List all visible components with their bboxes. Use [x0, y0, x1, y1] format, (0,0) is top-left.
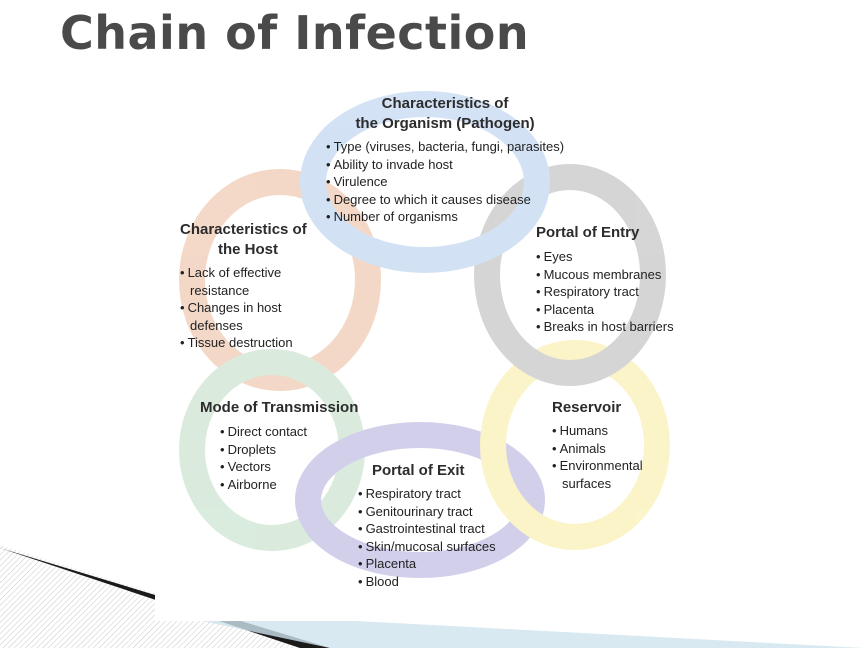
host-title-line-1: Characteristics of — [180, 221, 307, 238]
list-item: defenses — [190, 317, 243, 333]
entry-title: Portal of Entry — [536, 224, 640, 241]
list-item: Placenta — [358, 555, 496, 573]
list-item: Tissue destruction — [180, 334, 307, 352]
list-item: Droplets — [220, 441, 358, 459]
transmission-title: Mode of Transmission — [200, 399, 359, 416]
list-item: Environmental — [552, 457, 643, 475]
list-item: Gastrointestinal tract — [358, 520, 496, 538]
host-node: Characteristics of the Host Lack of effe… — [180, 220, 307, 352]
list-item: Respiratory tract — [536, 283, 674, 301]
transmission-list: Direct contact Droplets Vectors Airborne — [220, 423, 358, 493]
reservoir-node: Reservoir Humans Animals Environmental s… — [552, 398, 643, 492]
pathogen-node: Characteristics of the Organism (Pathoge… — [326, 94, 565, 226]
list-item: Mucous membranes — [536, 266, 674, 284]
list-item: Changes in host — [180, 299, 307, 317]
list-item: Degree to which it causes disease — [326, 191, 564, 209]
list-item: surfaces — [562, 475, 612, 491]
entry-node: Portal of Entry Eyes Mucous membranes Re… — [536, 223, 674, 336]
list-item: Animals — [552, 440, 643, 458]
list-item: Lack of effective — [180, 264, 307, 282]
list-item: Airborne — [220, 476, 358, 494]
list-item: Humans — [552, 422, 643, 440]
pathogen-title-line-1: Characteristics of — [381, 95, 509, 112]
list-item: Vectors — [220, 458, 358, 476]
list-item: Respiratory tract — [358, 485, 496, 503]
list-item: Breaks in host barriers — [536, 318, 674, 336]
list-item: Ability to invade host — [326, 156, 564, 174]
list-item: Genitourinary tract — [358, 503, 496, 521]
pathogen-title-line-2: the Organism (Pathogen) — [355, 115, 535, 132]
reservoir-title: Reservoir — [552, 399, 622, 416]
list-item: Eyes — [536, 248, 674, 266]
list-item: Virulence — [326, 173, 564, 191]
list-item: Placenta — [536, 301, 674, 319]
page-title: Chain of Infection — [60, 6, 530, 60]
exit-list: Respiratory tract Genitourinary tract Ga… — [358, 485, 496, 590]
exit-node: Portal of Exit Respiratory tract Genitou… — [358, 461, 496, 590]
pathogen-list: Type (viruses, bacteria, fungi, parasite… — [326, 138, 565, 226]
host-title-line-2: the Host — [218, 241, 278, 258]
exit-title: Portal of Exit — [372, 462, 465, 479]
list-item: Blood — [358, 573, 496, 591]
list-item: Direct contact — [220, 423, 358, 441]
reservoir-list: Humans Animals Environmental surfaces — [552, 422, 643, 492]
list-item: Skin/mucosal surfaces — [358, 538, 496, 556]
list-item: resistance — [190, 282, 250, 298]
transmission-node: Mode of Transmission Direct contact Drop… — [200, 398, 358, 493]
list-item: Type (viruses, bacteria, fungi, parasite… — [326, 138, 565, 156]
entry-list: Eyes Mucous membranes Respiratory tract … — [536, 248, 674, 336]
host-list: Lack of effective resistance Changes in … — [180, 264, 307, 352]
list-item: Number of organisms — [326, 208, 564, 226]
reservoir-ring — [480, 340, 670, 550]
